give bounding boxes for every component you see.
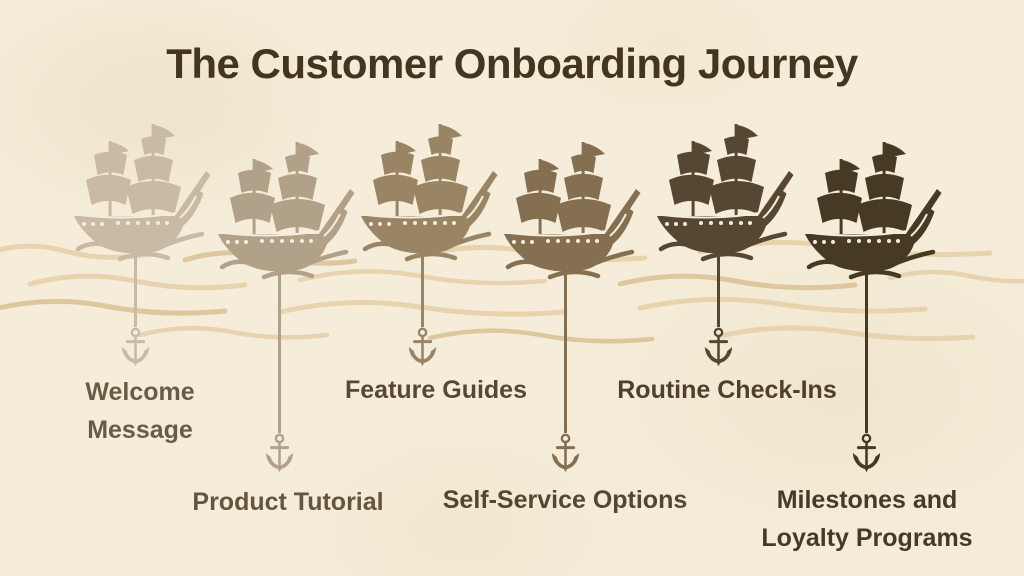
anchor-icon [850,433,883,473]
sailing-ship-icon [60,120,220,270]
sailing-ship-icon [643,120,803,270]
anchor-rope [563,264,567,433]
anchor-icon [549,433,582,473]
sailing-ship-icon [347,120,507,270]
page-title: The Customer Onboarding Journey [166,40,858,87]
stage-label-2: Product Tutorial [192,488,384,516]
anchor-rope [277,264,281,433]
anchor-icon [702,327,735,367]
anchor-icon [263,433,296,473]
anchor-rope [133,246,137,327]
stage-label-1: Welcome Message [85,378,195,444]
stage-label-6: Milestones and Loyalty Programs [761,486,973,552]
sailing-ship-icon [791,138,951,288]
anchor-rope [716,246,720,327]
anchor-icon [406,327,439,367]
anchor-rope [864,264,868,433]
anchor-icon [119,327,152,367]
anchor-rope [420,246,424,327]
stage-label-5: Routine Check-Ins [617,376,837,404]
sailing-ship-icon [490,138,650,288]
sailing-ship-icon [204,138,364,288]
stage-label-3: Feature Guides [345,376,527,404]
stage-label-4: Self-Service Options [442,486,688,514]
